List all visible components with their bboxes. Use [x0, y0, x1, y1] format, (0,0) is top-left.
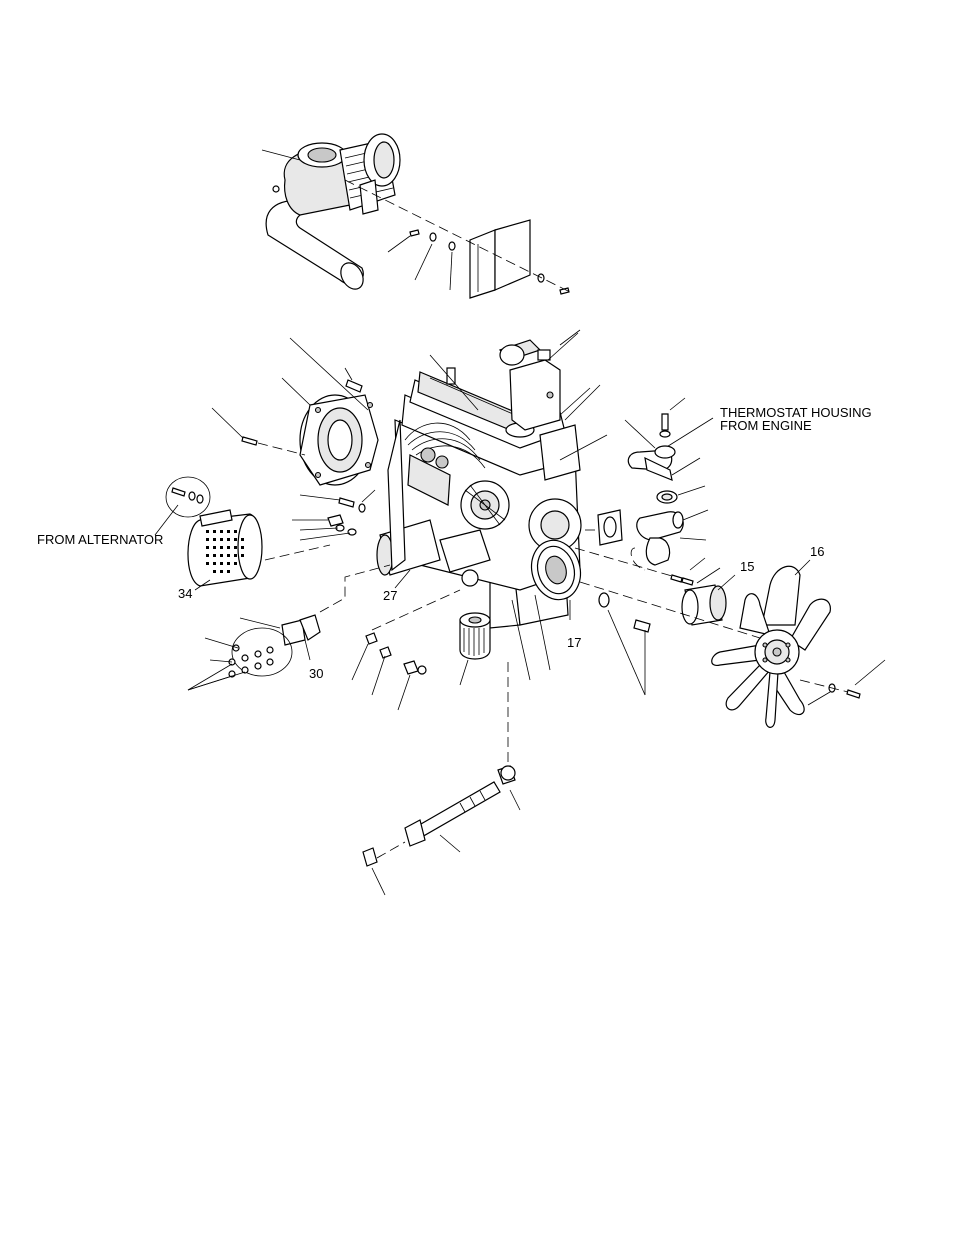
oil-sender-fittings — [351, 589, 461, 711]
engine-leaders — [289, 329, 608, 681]
callout-15: 15 — [740, 559, 754, 574]
starter-hardware — [292, 489, 376, 541]
air-cleaner-assembly — [261, 133, 571, 299]
note-thermostat-line1: THERMOSTAT HOUSING — [720, 405, 872, 420]
pulley-washer-bolt — [579, 581, 761, 696]
cover-bolt — [211, 407, 306, 456]
note-from-alternator: FROM ALTERNATOR — [37, 532, 163, 547]
alternator-guard — [154, 476, 331, 591]
fan-bolts — [799, 659, 886, 706]
callout-34: 34 — [178, 586, 192, 601]
oil-drain-hose — [362, 662, 521, 896]
oil-filter — [459, 612, 491, 686]
callout-27: 27 — [383, 588, 397, 603]
callout-30: 30 — [309, 666, 323, 681]
callout-17: 17 — [567, 635, 581, 650]
bracket-30-assembly — [187, 564, 391, 691]
solenoid-assembly — [498, 332, 591, 431]
thermostat-housing-parts — [574, 397, 721, 586]
dowel-pin — [344, 367, 363, 393]
flywheel-cover — [281, 377, 379, 486]
callout-16: 16 — [810, 544, 824, 559]
fan-spacer — [681, 574, 736, 626]
note-thermostat-line2: FROM ENGINE — [720, 418, 812, 433]
cooling-fan — [711, 559, 831, 728]
